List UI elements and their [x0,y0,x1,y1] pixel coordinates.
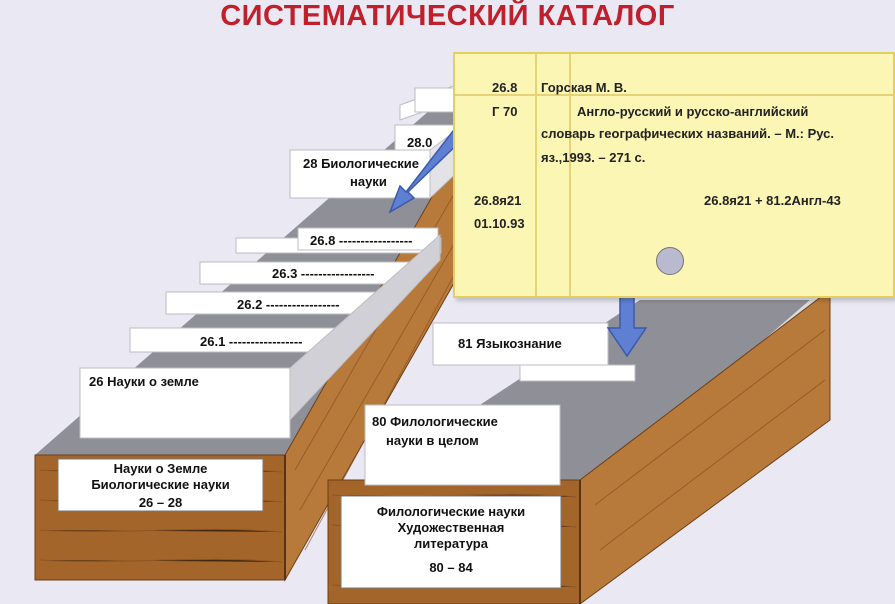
left-drawer-label-line2: Биологические науки [91,477,230,492]
card-26-3: 26.3 ----------------- [272,266,375,281]
card-80-line1: 80 Филологические [372,414,498,429]
right-drawer-label-box [340,495,562,589]
card-28-0: 28.0 [407,135,433,150]
right-drawer-label-line1: Филологические науки [376,504,526,519]
page-title: СИСТЕМАТИЧЕСКИЙ КАТАЛОГ [220,0,675,32]
right-drawer-label-range: 80 – 84 [429,560,473,575]
card-81: 81 Языкознание [458,336,562,351]
card-26: 26 Науки о земле [89,374,199,389]
right-card-stack [364,322,636,486]
right-drawer-label-line2: Художественная [397,520,505,535]
card-text-line1: Англо-русский и русско-английский [577,104,809,119]
card-26-8: 26.8 ----------------- [310,233,413,248]
card-class-code: 26.8я21 + 81.2Англ-43 [704,193,841,208]
card-28-line1: 28 Биологические [303,156,420,171]
right-drawer-label: Филологические науки Художественная лите… [341,504,561,576]
card-date: 01.10.93 [474,216,525,231]
card-index: 26.8 [492,80,518,95]
card-shelf-code: 26.8я21 [474,193,522,208]
left-drawer-label: Науки о Земле Биологические науки 26 – 2… [58,461,263,511]
card-80-line2: науки в целом [386,433,479,448]
left-drawer-label-box [57,458,264,512]
card-author: Горская М. В. [541,80,627,95]
card-text-line2: словарь географических названий. – М.: Р… [541,126,835,141]
left-drawer-label-line1: Науки о Земле [113,461,208,476]
card-text-line3: яз.,1993. – 271 с. [541,150,646,165]
card-26-1: 26.1 ----------------- [200,334,303,349]
right-drawer-label-line3: литература [414,536,488,551]
left-drawer-label-range: 26 – 28 [138,495,183,510]
left-card-stack [79,79,471,439]
card-26-2: 26.2 ----------------- [237,297,340,312]
card-punch-hole [656,247,684,275]
card-28-line2: науки [350,174,387,189]
card-author-mark: Г 70 [492,104,518,119]
